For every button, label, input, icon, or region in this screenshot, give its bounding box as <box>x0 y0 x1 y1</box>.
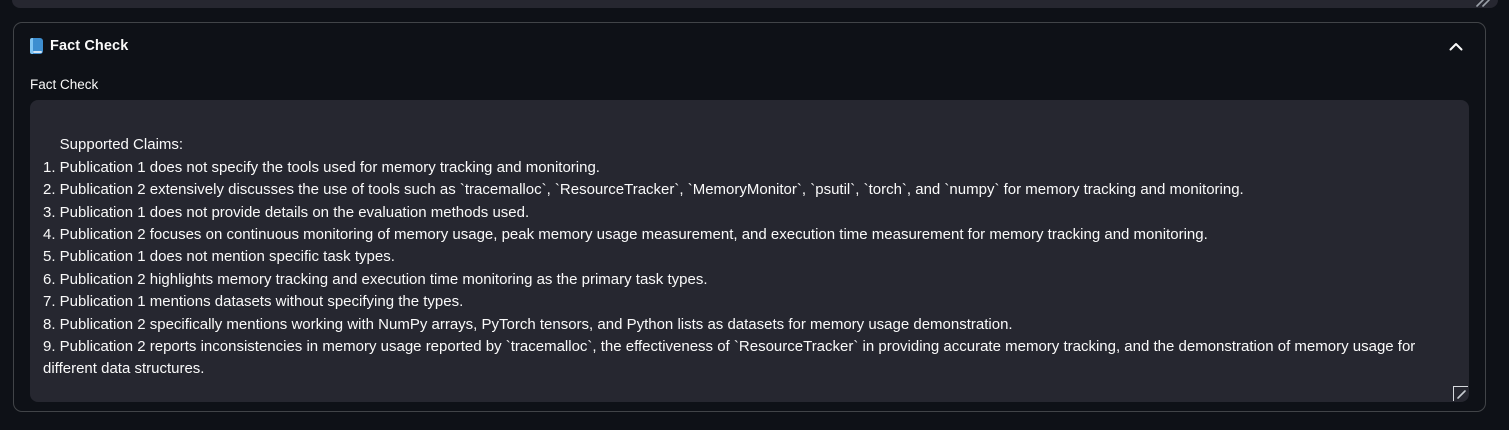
collapse-button[interactable] <box>1445 37 1467 55</box>
fact-check-label: Fact Check <box>30 77 99 92</box>
blue-book-icon <box>30 38 43 54</box>
expander-title: Fact Check <box>50 38 129 54</box>
expander-header[interactable]: Fact Check <box>14 23 1485 56</box>
textarea-resize-handle[interactable] <box>1453 386 1468 401</box>
chevron-up-icon <box>1449 42 1463 50</box>
fact-check-expander: Fact Check Fact Check Supported Claims: … <box>13 22 1486 412</box>
resize-grip-icon <box>1457 390 1466 399</box>
fact-check-text: Supported Claims: 1. Publication 1 does … <box>43 136 1416 378</box>
fact-check-textarea[interactable]: Supported Claims: 1. Publication 1 does … <box>30 100 1469 402</box>
resize-grip-icon[interactable] <box>1475 0 1491 7</box>
previous-textarea-bottom-edge[interactable] <box>12 0 1498 8</box>
